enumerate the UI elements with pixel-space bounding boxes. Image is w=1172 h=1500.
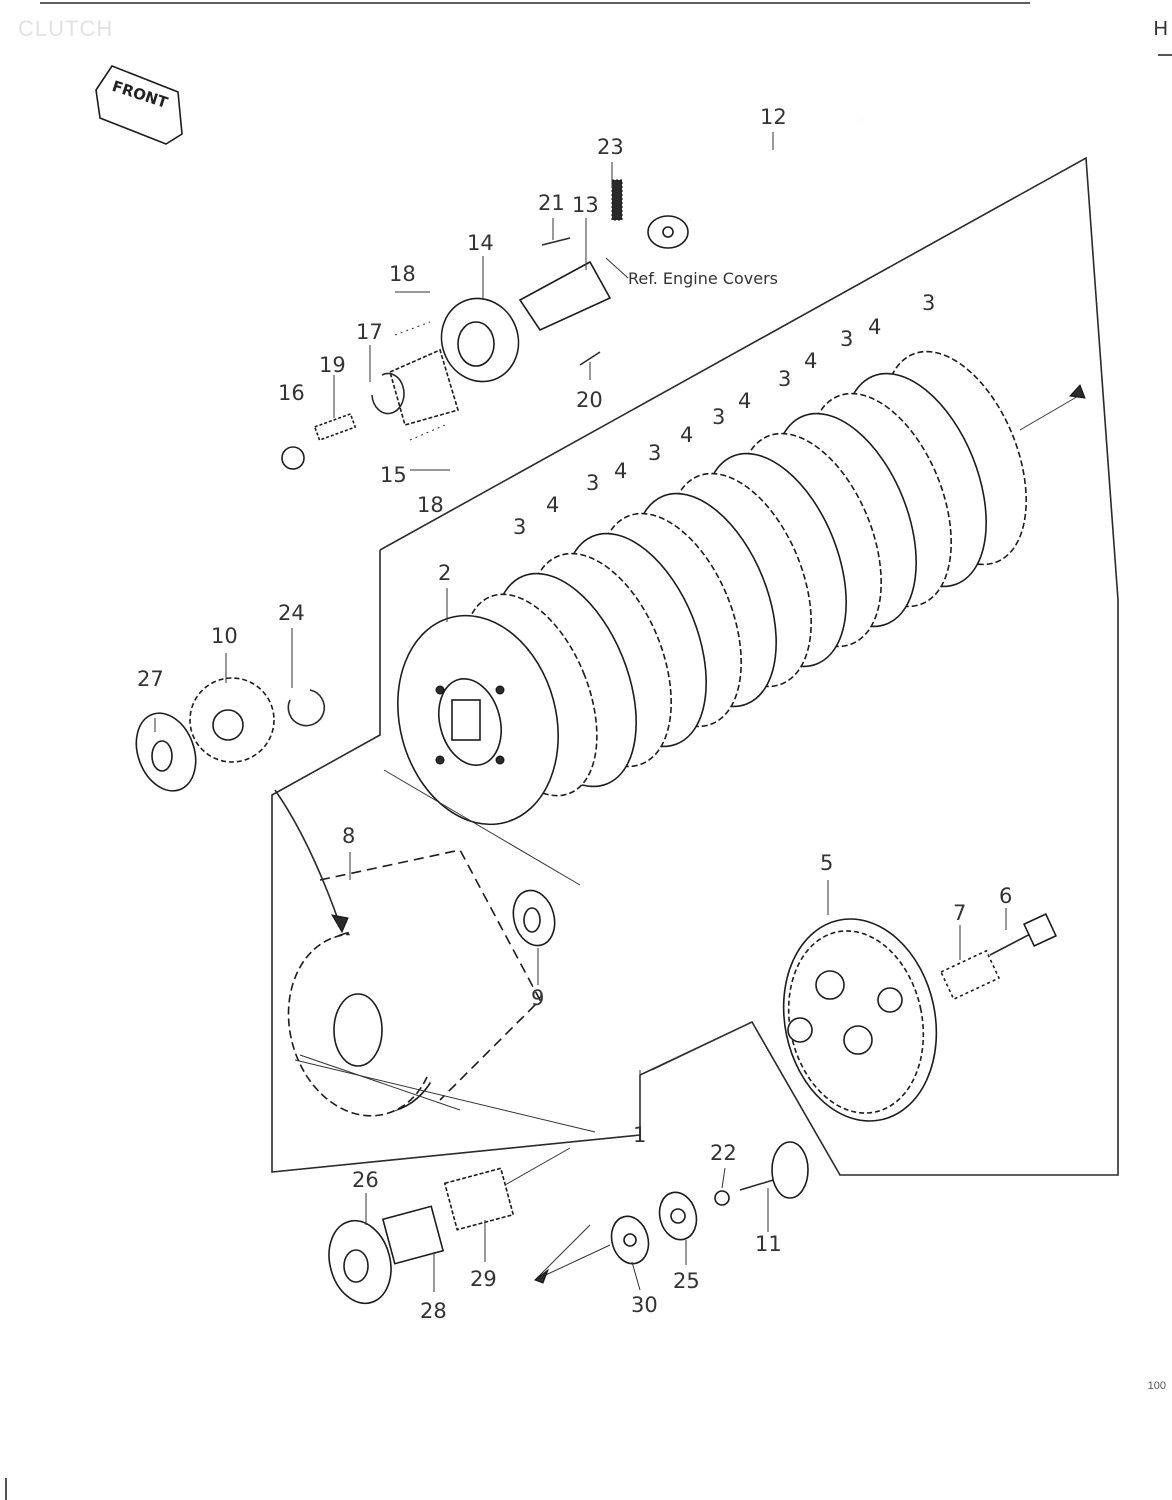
callout-18-bottom: 18 — [417, 493, 444, 517]
corner-mark: H — [1153, 18, 1168, 40]
callout-12: 12 — [760, 105, 787, 129]
spring-7 — [939, 949, 1001, 1001]
callout-22: 22 — [710, 1141, 737, 1165]
washer-26 — [328, 1219, 392, 1305]
plate-callout: 4 — [614, 459, 627, 483]
sleeve-28 — [381, 1205, 445, 1265]
release-mechanism — [281, 118, 863, 470]
callout-8: 8 — [342, 824, 355, 848]
callout-29: 29 — [470, 1267, 497, 1291]
callout-19: 19 — [319, 353, 346, 377]
ref-leader — [605, 257, 629, 279]
plate-callout: 4 — [868, 315, 881, 339]
plate-callout: 3 — [778, 367, 791, 391]
plate-callout: 3 — [586, 471, 599, 495]
needle-bearing-29 — [443, 1167, 515, 1231]
callout-26: 26 — [352, 1168, 379, 1192]
plate-callout: 4 — [738, 389, 751, 413]
callout-6: 6 — [999, 884, 1012, 908]
leader-line — [504, 1147, 571, 1186]
callout-18-top: 18 — [389, 262, 416, 286]
callout-23: 23 — [597, 135, 624, 159]
circlip-24 — [287, 689, 326, 727]
callout-15: 15 — [380, 463, 407, 487]
callout-1: 1 — [633, 1123, 646, 1147]
arrow-10-to-8 — [274, 789, 341, 926]
nut-25 — [658, 1191, 698, 1241]
callout-21: 21 — [538, 191, 565, 215]
callout-27: 27 — [137, 667, 164, 691]
clutch-hub — [383, 614, 581, 886]
callout-30: 30 — [631, 1293, 658, 1317]
plate-callouts: 3 4 3 4 3 4 3 4 3 4 3 4 3 — [513, 291, 935, 539]
callout-28: 28 — [420, 1299, 447, 1323]
callout-11: 11 — [755, 1232, 782, 1256]
page-number: 100 — [1147, 1380, 1166, 1392]
callout-16: 16 — [278, 381, 305, 405]
callout-2: 2 — [438, 561, 451, 585]
plate-callout: 4 — [680, 423, 693, 447]
callout-10: 10 — [211, 624, 238, 648]
callout-20: 20 — [576, 388, 603, 412]
washer-30 — [610, 1215, 650, 1265]
front-arrow-icon: FRONT — [95, 65, 183, 145]
callout-25: 25 — [673, 1269, 700, 1293]
callout-7: 7 — [953, 901, 966, 925]
plate-callout: 3 — [513, 515, 526, 539]
gear-10 — [189, 677, 275, 763]
plate-callout: 3 — [712, 405, 725, 429]
callout-14: 14 — [467, 231, 494, 255]
clutch-housing — [287, 849, 596, 1133]
pressure-plate — [782, 918, 938, 1122]
callout-13: 13 — [572, 193, 599, 217]
outline-joint — [651, 1021, 753, 1071]
ball-22 — [714, 1190, 730, 1206]
pushrod-11 — [739, 1141, 809, 1199]
ref-engine-covers-note: Ref. Engine Covers — [628, 269, 778, 288]
callout-17: 17 — [356, 320, 383, 344]
section-title: CLUTCH — [18, 16, 114, 41]
plate-callout: 4 — [804, 349, 817, 373]
callout-5: 5 — [820, 851, 833, 875]
plate-callout: 3 — [840, 327, 853, 351]
callout-leaders — [154, 132, 1007, 1292]
plate-callout: 4 — [546, 493, 559, 517]
washer-27 — [135, 712, 197, 792]
callout-9: 9 — [531, 986, 544, 1010]
plate-callout: 3 — [648, 441, 661, 465]
bolt-6 — [989, 912, 1058, 956]
callout-24: 24 — [278, 601, 305, 625]
washer-9 — [512, 889, 556, 947]
plate-callout: 3 — [922, 291, 935, 315]
clutch-plate-stack — [462, 350, 1086, 797]
